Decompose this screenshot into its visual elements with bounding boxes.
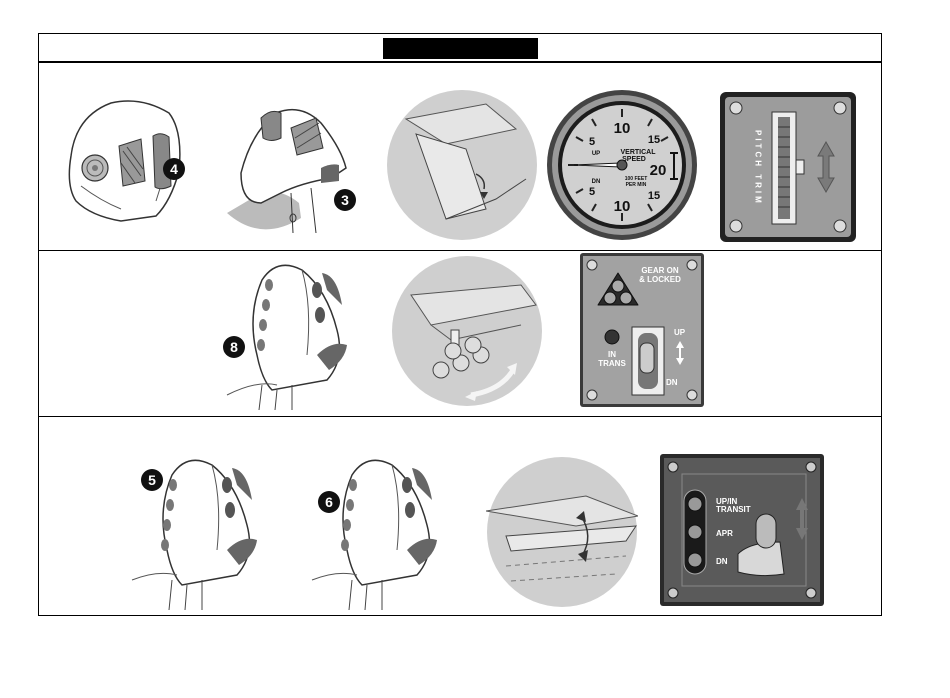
vsi-left-top: 5 (589, 136, 595, 148)
flap-lever (756, 514, 776, 548)
row-landing-gear: 8 (39, 251, 881, 417)
in-trans-light (605, 330, 619, 344)
redacted-title-bar (383, 38, 538, 59)
callout-6: 6 (325, 494, 333, 510)
in-trans-1: IN (608, 350, 616, 359)
vsi-unit-2: PER MIN (626, 182, 647, 188)
gear-lever (640, 343, 654, 373)
flap-upin-2: TRANSIT (716, 505, 751, 514)
document-frame: 4 3 (38, 33, 882, 616)
vsi-bottom: 10 (614, 198, 631, 215)
joystick-top-illustration: 4 (61, 91, 186, 226)
gear-light-top (612, 280, 624, 292)
gear-panel: GEAR ON & LOCKED IN TRANS UP DN (580, 253, 704, 407)
flap-light-dn (688, 553, 702, 567)
flap-circle-illustration (486, 456, 638, 608)
joystick-button-8-illustration: 8 (217, 255, 367, 410)
row-pitch-trim: 4 3 (39, 63, 881, 251)
trim-circle-illustration (386, 89, 538, 241)
gear-title-1: GEAR ON (641, 266, 679, 275)
callout-5: 5 (148, 472, 156, 488)
vertical-speed-indicator: 10 15 5 UP DN 5 10 15 20 VERTICAL SPEED … (546, 89, 698, 241)
vsi-bottom-right: 15 (648, 190, 660, 202)
vsi-top-right: 15 (648, 134, 660, 146)
in-trans-2: TRANS (598, 359, 626, 368)
row-flaps: 5 6 (39, 417, 881, 615)
gear-dn: DN (666, 378, 678, 387)
flap-panel: UP/IN TRANSIT APR DN (660, 454, 824, 606)
flap-apr: APR (716, 529, 733, 538)
vsi-up: UP (592, 151, 600, 157)
flap-light-apr (688, 525, 702, 539)
callout-8: 8 (230, 339, 238, 355)
joystick-side-illustration: 3 (221, 93, 371, 233)
gear-up: UP (674, 328, 686, 337)
vsi-top: 10 (614, 120, 631, 137)
joystick-button-6-illustration: 6 (307, 450, 457, 610)
pitch-trim-label: PITCH TRIM (754, 130, 763, 206)
gear-light-left (604, 292, 616, 304)
header-row (39, 34, 881, 63)
gear-light-right (620, 292, 632, 304)
vsi-left-bottom: 5 (589, 186, 595, 198)
callout-4: 4 (170, 161, 178, 177)
vsi-title-1: VERTICAL (621, 149, 657, 156)
vsi-right: 20 (650, 162, 667, 179)
callout-3: 3 (341, 192, 349, 208)
vsi-dn: DN (592, 179, 601, 185)
flap-dn: DN (716, 557, 728, 566)
gear-title-2: & LOCKED (639, 275, 681, 284)
flap-light-up (688, 497, 702, 511)
pitch-trim-panel: PITCH TRIM (720, 92, 856, 242)
joystick-button-5-illustration: 5 (127, 450, 277, 610)
landing-gear-circle-illustration (391, 255, 543, 407)
